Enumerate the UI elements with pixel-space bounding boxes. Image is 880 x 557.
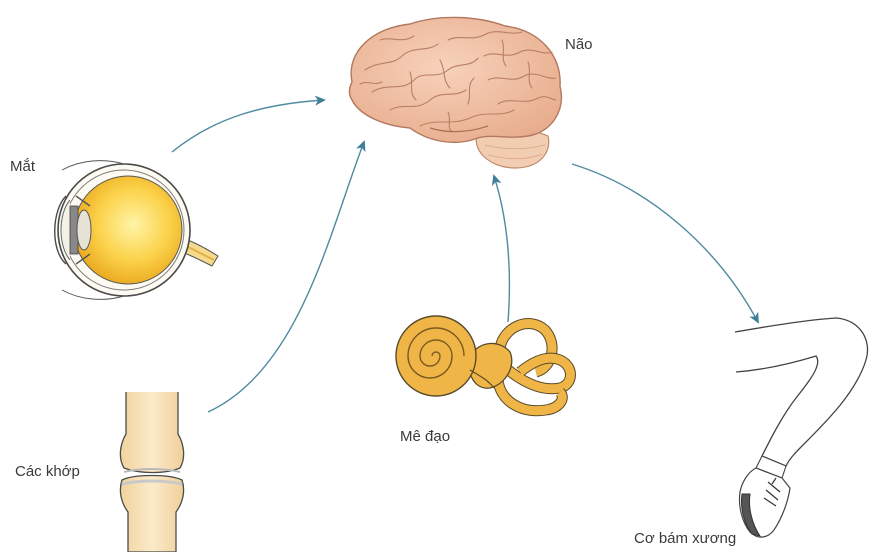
eye-label: Mắt	[10, 158, 35, 175]
arrow-inner-ear-to-brain	[494, 176, 509, 322]
arrow-eye-to-brain	[172, 100, 324, 152]
skeletal-muscle-label: Cơ bám xương	[634, 530, 736, 547]
joint-illustration	[120, 392, 183, 552]
inner-ear-label: Mê đạo	[400, 428, 450, 445]
brain-illustration	[349, 17, 561, 168]
arrow-joints-to-brain	[208, 142, 364, 412]
leg-illustration	[735, 318, 868, 537]
inner-ear-illustration	[396, 316, 571, 411]
brain-label: Não	[565, 36, 593, 53]
eye-illustration	[55, 161, 218, 300]
joints-label: Các khớp	[15, 463, 80, 480]
arrow-brain-to-muscle	[572, 164, 758, 322]
